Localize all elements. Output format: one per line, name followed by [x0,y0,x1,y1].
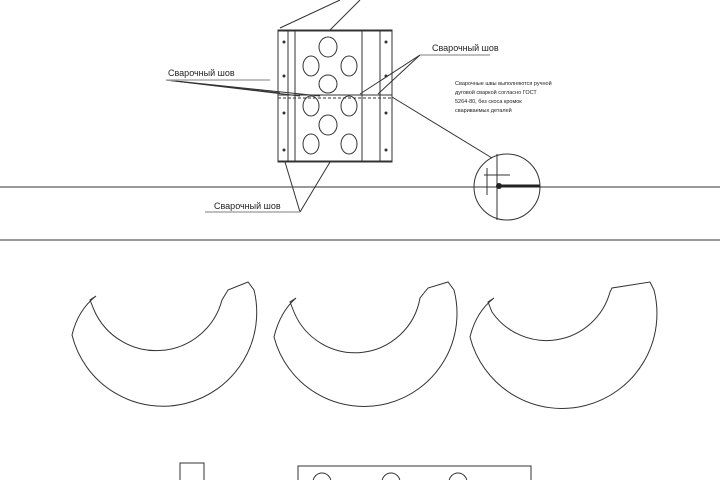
plate-assembly [277,29,393,163]
leader-lines [165,0,493,213]
arc-part [469,281,658,409]
weld-detail-view [473,153,541,221]
note-line: дуговой сваркой согласно ГОСТ [455,89,537,96]
weld-seam-label: Сварочный шов [214,201,281,211]
note-line: свариваемых деталей [455,107,512,114]
bottom-parts [179,462,532,480]
welding-note: Сварочные швы выполняются ручной дуговой… [455,80,552,114]
weld-seam-label: Сварочный шов [432,43,499,53]
holes [302,36,358,155]
note-line: Сварочные швы выполняются ручной [455,80,552,87]
arc-part [71,281,258,407]
weld-seam-label: Сварочный шов [168,68,235,78]
arc-parts [71,281,658,409]
note-line: 5264-80, без скоса кромок [455,99,522,105]
arc-part [273,281,458,407]
